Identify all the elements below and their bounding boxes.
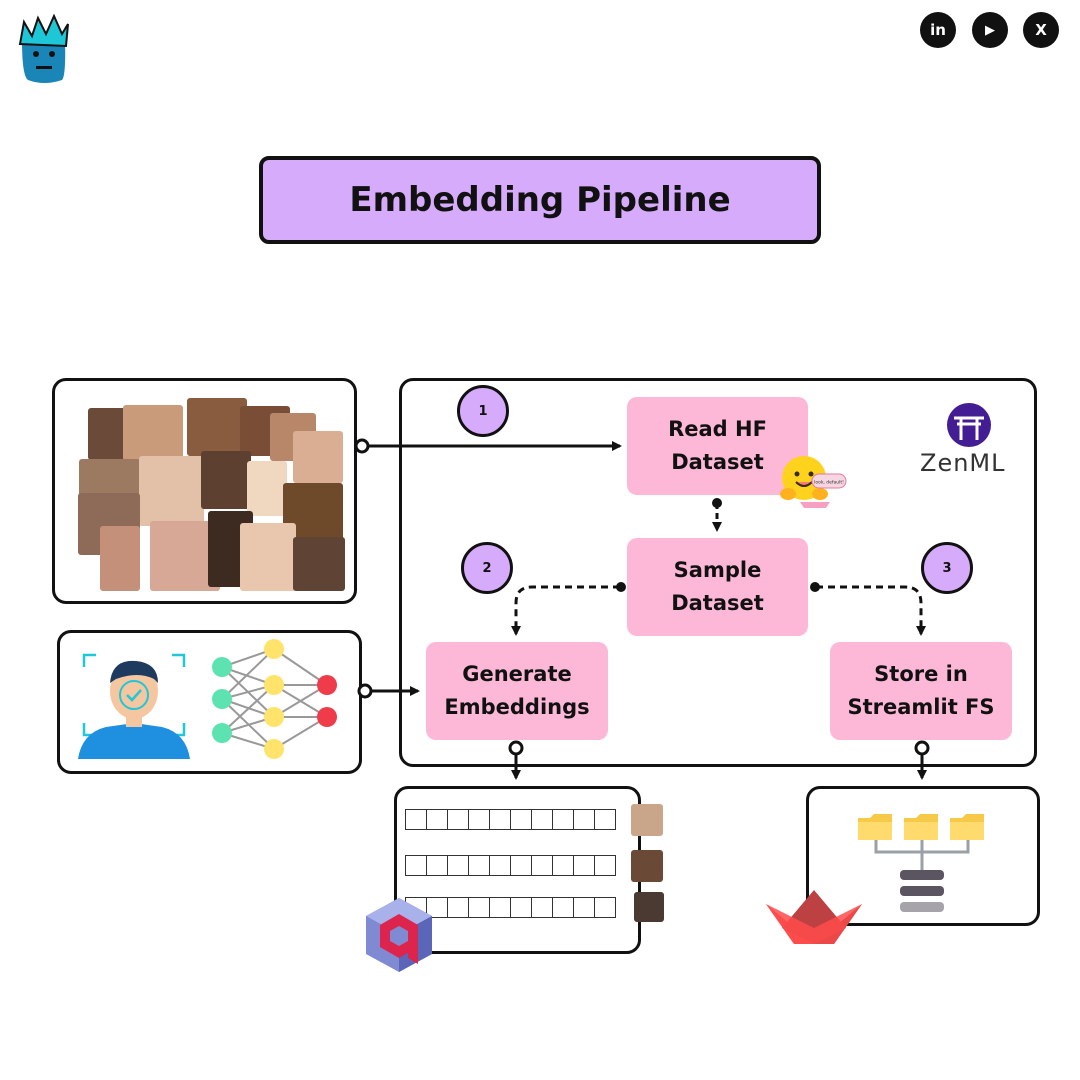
step-badge-1: 1	[457, 385, 509, 437]
x-icon[interactable]: X	[1023, 12, 1059, 48]
step-read-line1: Read HF	[668, 417, 767, 442]
dataset-images-panel	[52, 378, 357, 604]
hugging-face-icon: look, default!	[780, 456, 847, 508]
streamlit-logo-icon	[766, 890, 862, 944]
page-title: Embedding Pipeline	[259, 156, 821, 244]
step-generate-line1: Generate	[462, 662, 572, 687]
step-store-line2: Streamlit FS	[847, 695, 995, 719]
step-read-line2: Dataset	[671, 450, 764, 474]
embedding-model-panel	[57, 630, 362, 774]
neural-network-icon	[212, 639, 337, 759]
step-generate-line2: Embeddings	[444, 695, 590, 719]
step-store-line1: Store in	[874, 662, 968, 687]
youtube-icon[interactable]: ▶	[972, 12, 1008, 48]
step-read-hf-dataset[interactable]: Read HF Dataset	[627, 397, 808, 495]
embedding-face-thumbnail	[634, 892, 664, 922]
step-sample-line2: Dataset	[671, 591, 764, 615]
embedding-vector-row	[405, 809, 616, 830]
zenml-wordmark: ZenML	[920, 449, 1006, 477]
embedding-vector-row	[405, 855, 616, 876]
embedding-face-thumbnail	[631, 804, 663, 836]
step-badge-3: 3	[921, 542, 973, 594]
linkedin-icon[interactable]: in	[920, 12, 956, 48]
step-sample-line1: Sample	[673, 558, 762, 583]
folder-tree-icon	[858, 814, 984, 912]
qdrant-logo-icon	[366, 898, 432, 972]
hf-speech-bubble: look, default!	[814, 480, 844, 486]
zenml-community-logo-icon	[18, 14, 69, 83]
step-store-streamlit-fs[interactable]: Store in Streamlit FS	[830, 642, 1012, 740]
face-recognition-icon	[78, 653, 190, 759]
zenml-logo-icon	[947, 403, 991, 447]
embedding-face-thumbnail	[631, 850, 663, 882]
step-badge-2: 2	[461, 542, 513, 594]
